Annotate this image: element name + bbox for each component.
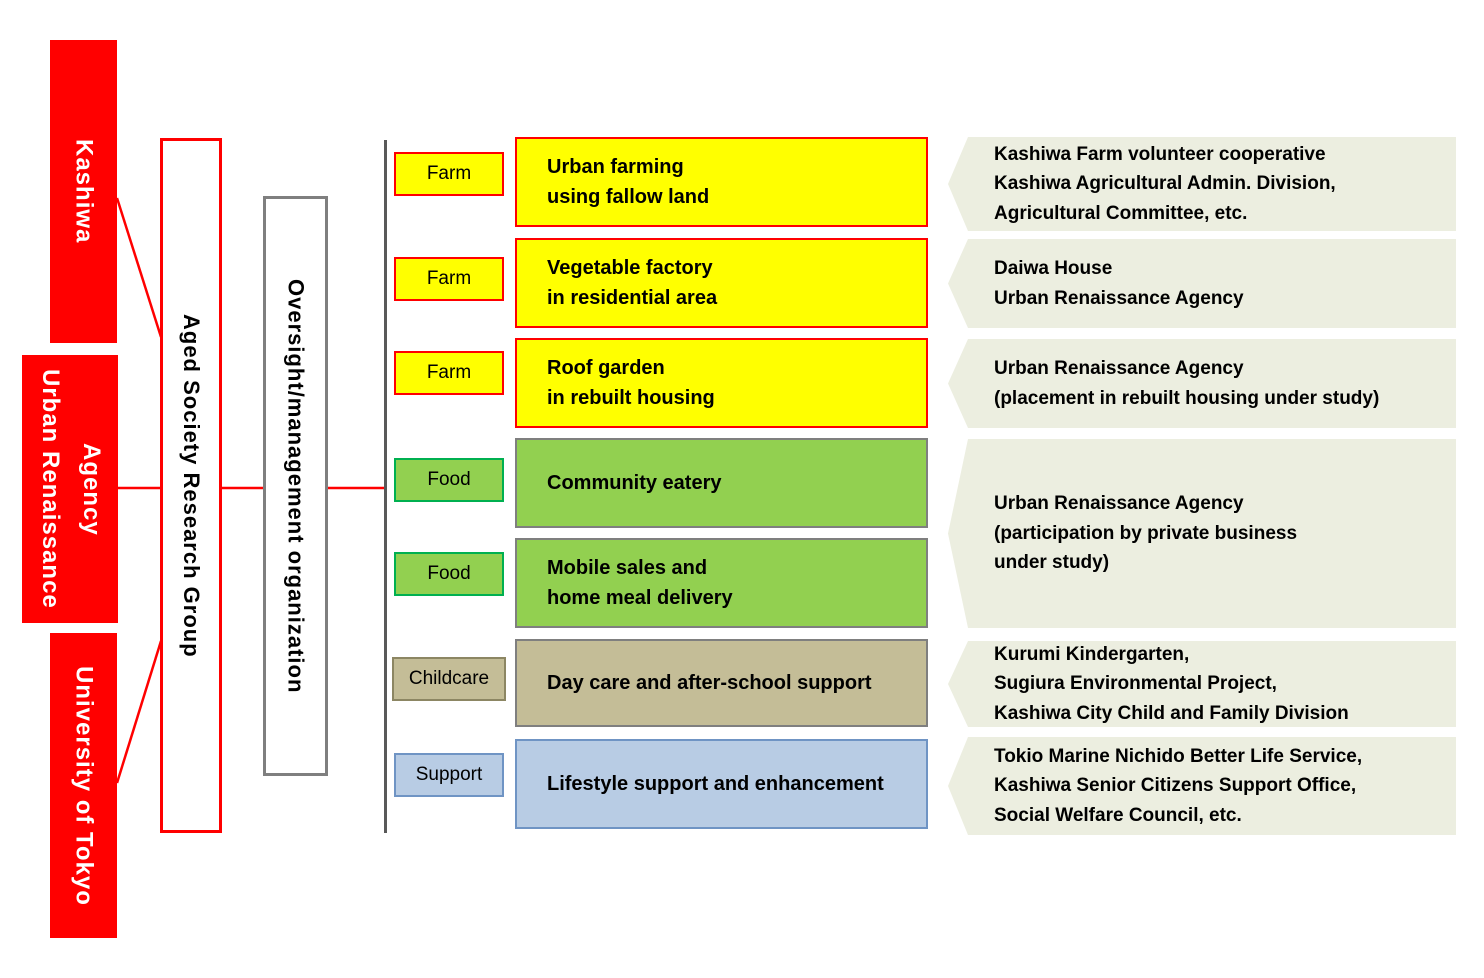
category-farm-3: Farm [394,351,504,395]
program-vegetable-factory: Vegetable factory in residential area [515,238,928,328]
provider-note-farm-3: Urban Renaissance Agency (placement in r… [948,339,1456,428]
provider-note-support: Tokio Marine Nichido Better Life Service… [948,737,1456,835]
category-farm-2: Farm [394,257,504,301]
category-food-2: Food [394,552,504,596]
connector-utokyo-line [115,640,163,784]
partner-kashiwa: Kashiwa [50,40,117,343]
oversight-management-box: Oversight/management organization [263,196,328,776]
category-support: Support [394,753,504,797]
program-roof-garden: Roof garden in rebuilt housing [515,338,928,428]
research-group-box: Aged Society Research Group [160,138,222,833]
connector-kashiwa-line [115,197,163,338]
program-lifestyle-support: Lifestyle support and enhancement [515,739,928,829]
provider-note-farm-2: Daiwa House Urban Renaissance Agency [948,239,1456,328]
program-urban-farming: Urban farming using fallow land [515,137,928,227]
partner-university-of-tokyo: University of Tokyo [50,633,117,938]
category-food-1: Food [394,458,504,502]
partner-urban-renaissance-agency: Urban Renaissance Agency [22,355,118,623]
program-mobile-sales: Mobile sales and home meal delivery [515,538,928,628]
provider-note-food: Urban Renaissance Agency (participation … [948,439,1456,628]
category-farm-1: Farm [394,152,504,196]
program-community-eatery: Community eatery [515,438,928,528]
program-day-care: Day care and after-school support [515,639,928,727]
category-childcare: Childcare [392,657,506,701]
provider-note-childcare: Kurumi Kindergarten, Sugiura Environment… [948,641,1456,727]
trunk-line [384,140,387,833]
provider-note-farm-1: Kashiwa Farm volunteer cooperative Kashi… [948,137,1456,231]
